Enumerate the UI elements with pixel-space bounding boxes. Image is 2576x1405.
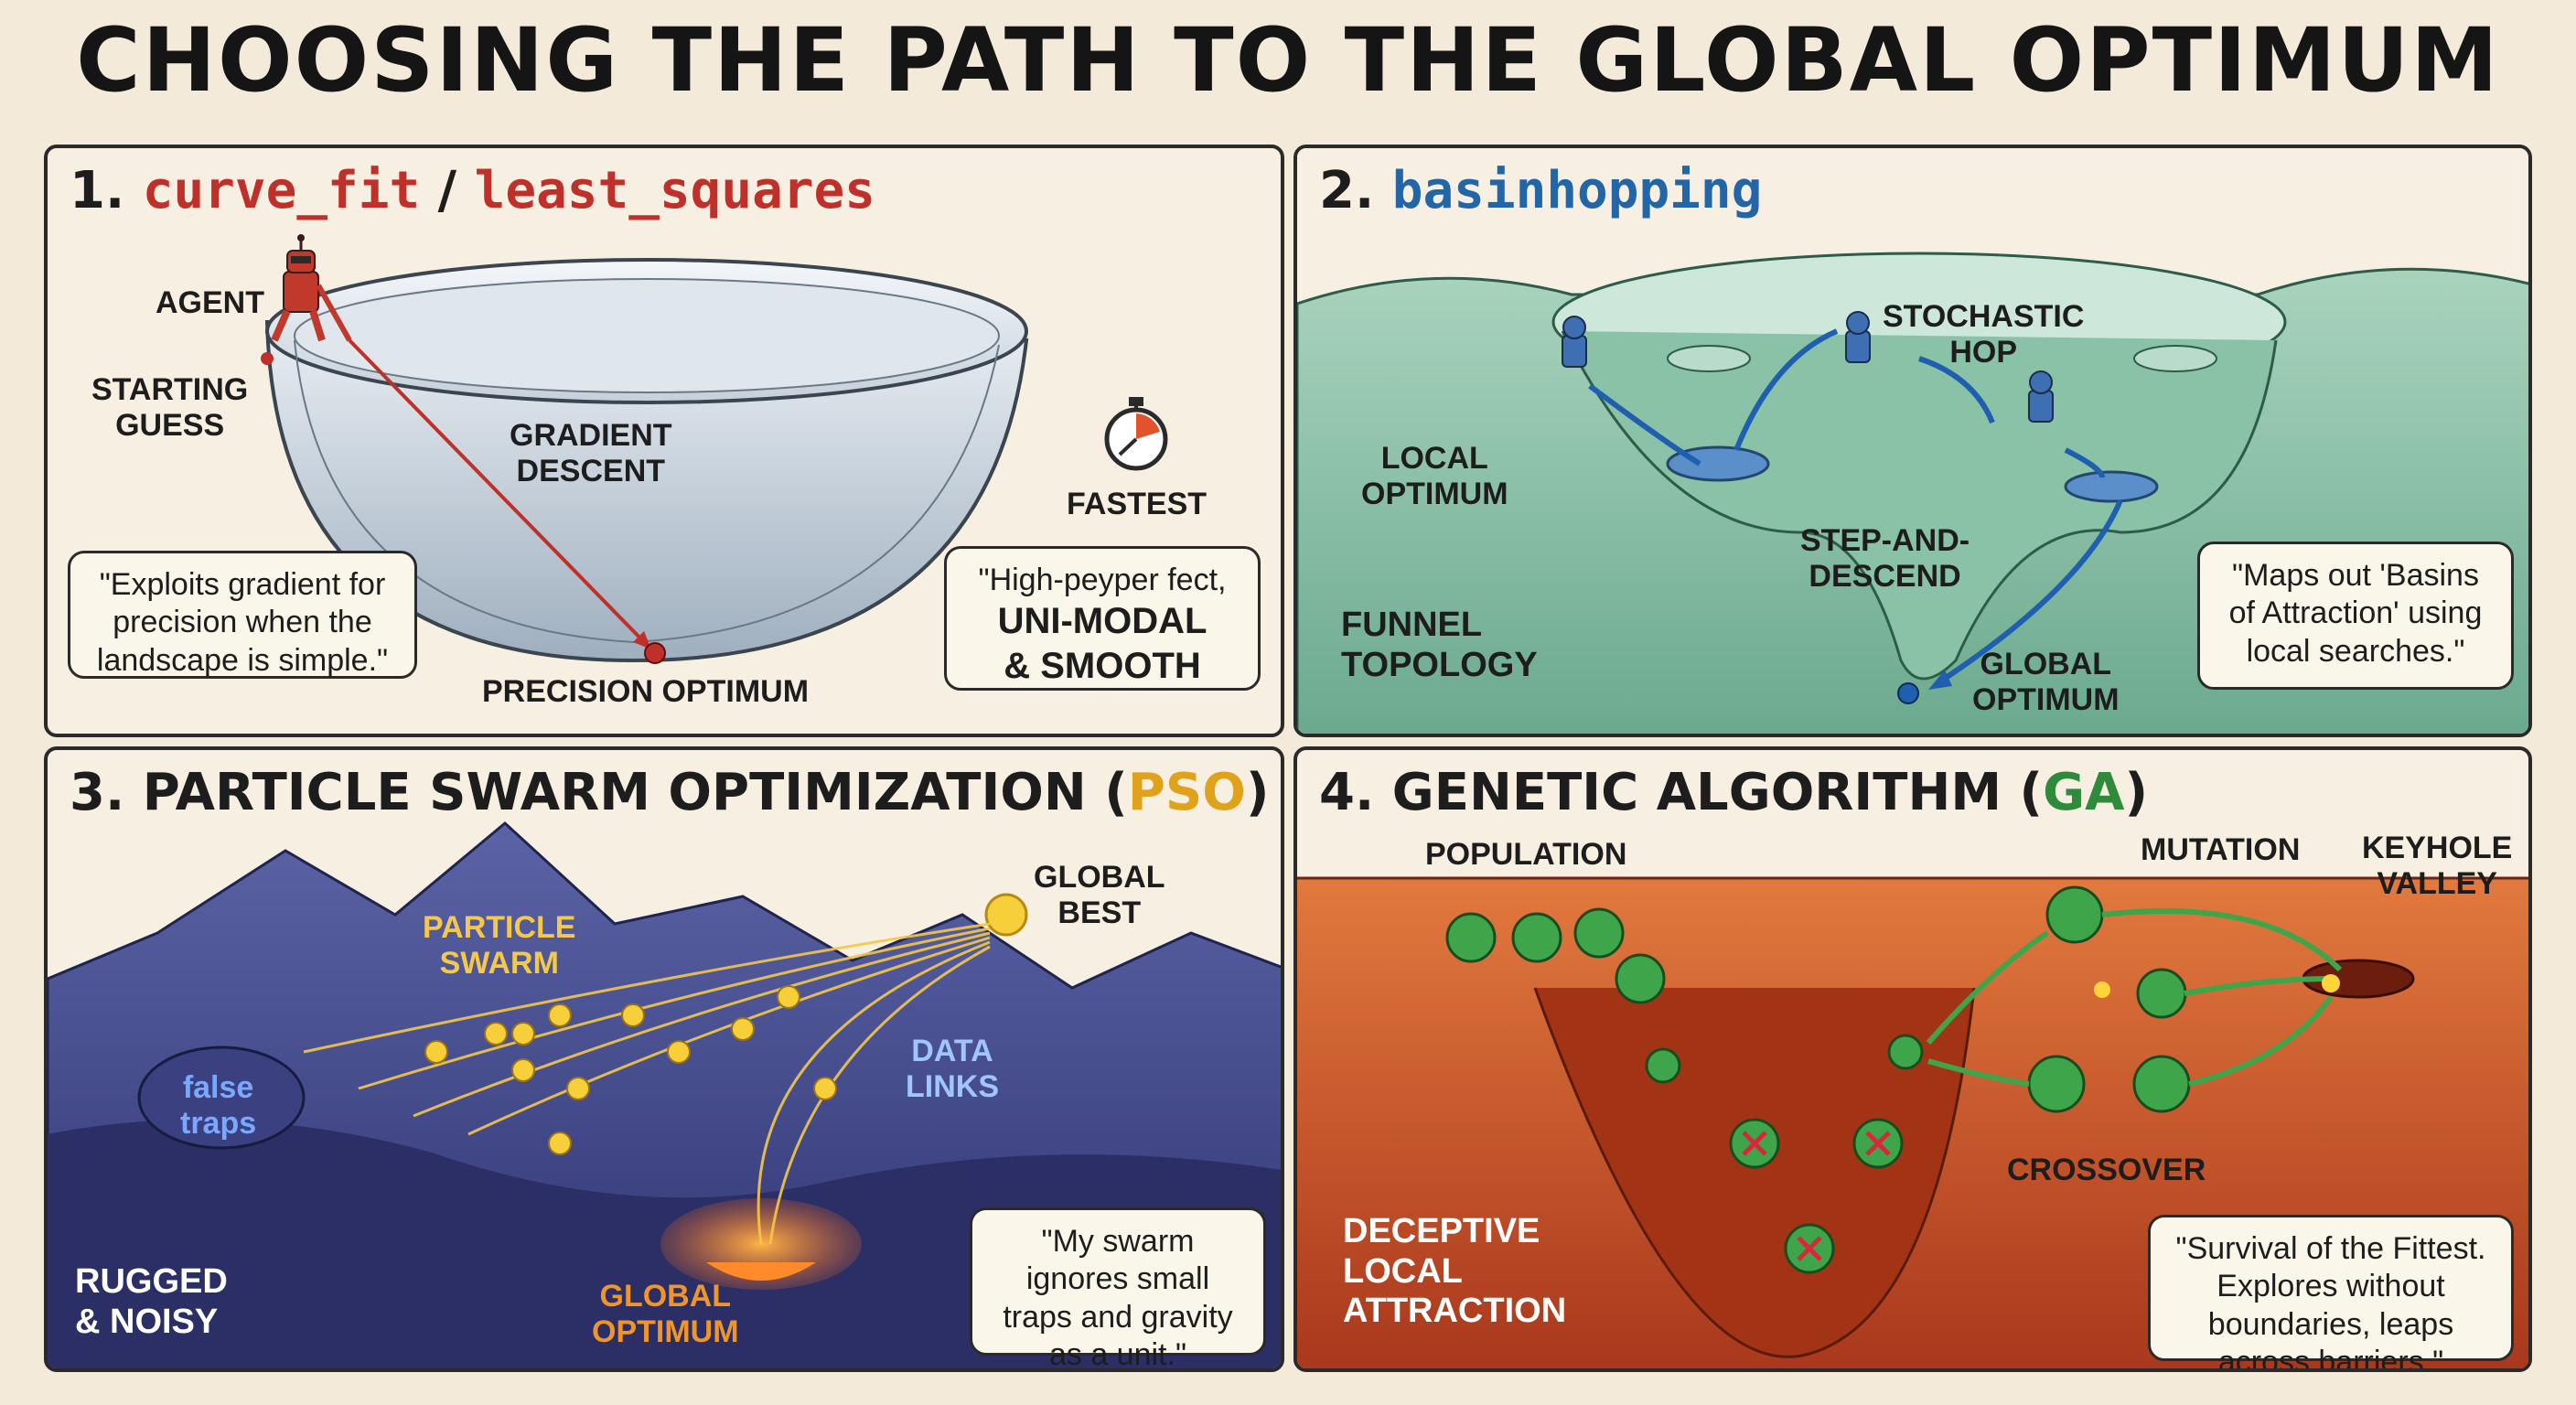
curve-fit-label: curve_fit: [142, 161, 421, 220]
data-links-label: DATA LINKS: [906, 1034, 999, 1105]
panel2-title: 2. basinhopping: [1319, 161, 1763, 220]
panel4-title: 4. GENETIC ALGORITHM (GA): [1319, 763, 2149, 822]
page-title: CHOOSING THE PATH TO THE GLOBAL OPTIMUM: [76, 9, 2500, 112]
panel-curve-fit: 1. curve_fit / least_squares AGENT START…: [44, 145, 1284, 737]
step-and-descend-label: STEP-AND- DESCEND: [1800, 523, 1970, 595]
robot-hopper-icon: [1562, 311, 2054, 423]
global-best-label: GLOBAL BEST: [1034, 860, 1165, 931]
panel1-title: 1. curve_fit / least_squares: [70, 161, 875, 220]
quote-box-basins: "Maps out 'Basins of Attraction' using l…: [2197, 542, 2514, 690]
stopwatch-icon: [1104, 397, 1168, 471]
valley-illustration: [1297, 876, 2528, 1368]
pso-label: PSO: [1127, 763, 1246, 822]
fail-x-icons: [1742, 1131, 1891, 1261]
global-optimum-label: GLOBAL OPTIMUM: [1972, 647, 2120, 718]
panel-genetic-algorithm: 4. GENETIC ALGORITHM (GA) POPULATION MUT…: [1293, 746, 2532, 1372]
mutation-label: MUTATION: [2141, 832, 2301, 867]
quote-box-unimodal: "High-peyper fect, UNI-MODAL & SMOOTH: [944, 546, 1261, 691]
fastest-label: FASTEST: [1067, 487, 1208, 521]
quote-box-gradient: "Exploits gradient for precision when th…: [68, 551, 417, 679]
local-optimum-label: LOCAL OPTIMUM: [1361, 441, 1508, 512]
panel3-title: 3. PARTICLE SWARM OPTIMIZATION (PSO): [70, 763, 1270, 822]
panel-pso: 3. PARTICLE SWARM OPTIMIZATION (PSO) PAR…: [44, 746, 1284, 1372]
gradient-descent-label: GRADIENT DESCENT: [510, 418, 672, 489]
keyhole-valley-label: KEYHOLE VALLEY: [2362, 831, 2513, 902]
global-best-icon: [984, 893, 1028, 937]
quote-box-swarm: "My swarm ignores small traps and gravit…: [970, 1207, 1266, 1368]
particle-swarm-icons: [424, 985, 837, 1155]
population-label: POPULATION: [1425, 837, 1627, 872]
funnel-topology-label: FUNNEL TOPOLOGY: [1341, 606, 1538, 684]
precision-optimum-label: PRECISION OPTIMUM: [482, 674, 810, 709]
false-traps-label: false traps: [180, 1070, 257, 1142]
robot-agent-icon: [271, 234, 352, 342]
particle-swarm-label: PARTICLE SWARM: [423, 910, 576, 981]
deceptive-local-attraction-label: DECEPTIVE LOCAL ATTRACTION: [1343, 1212, 1567, 1331]
quote-box-survival: "Survival of the Fittest. Explores witho…: [2148, 1215, 2514, 1368]
least-squares-label: least_squares: [474, 161, 875, 220]
quote-line: "High-peyper fect,: [978, 563, 1227, 597]
starting-guess-label: STARTING GUESS: [91, 372, 249, 444]
ga-label: GA: [2043, 763, 2125, 822]
crossover-label: CROSSOVER: [2007, 1153, 2206, 1187]
unimodal-smooth-text: UNI-MODAL & SMOOTH: [997, 601, 1208, 687]
global-optimum-label: GLOBAL OPTIMUM: [592, 1279, 739, 1350]
panel-basinhopping: 2. basinhopping STOCHASTIC HOP LOCAL OPT…: [1293, 145, 2532, 737]
rugged-noisy-label: RUGGED & NOISY: [75, 1262, 228, 1341]
agent-label: AGENT: [156, 285, 264, 320]
basinhopping-label: basinhopping: [1391, 161, 1763, 220]
bowl-illustration: [261, 234, 1168, 664]
stochastic-hop-label: STOCHASTIC HOP: [1883, 299, 2085, 370]
